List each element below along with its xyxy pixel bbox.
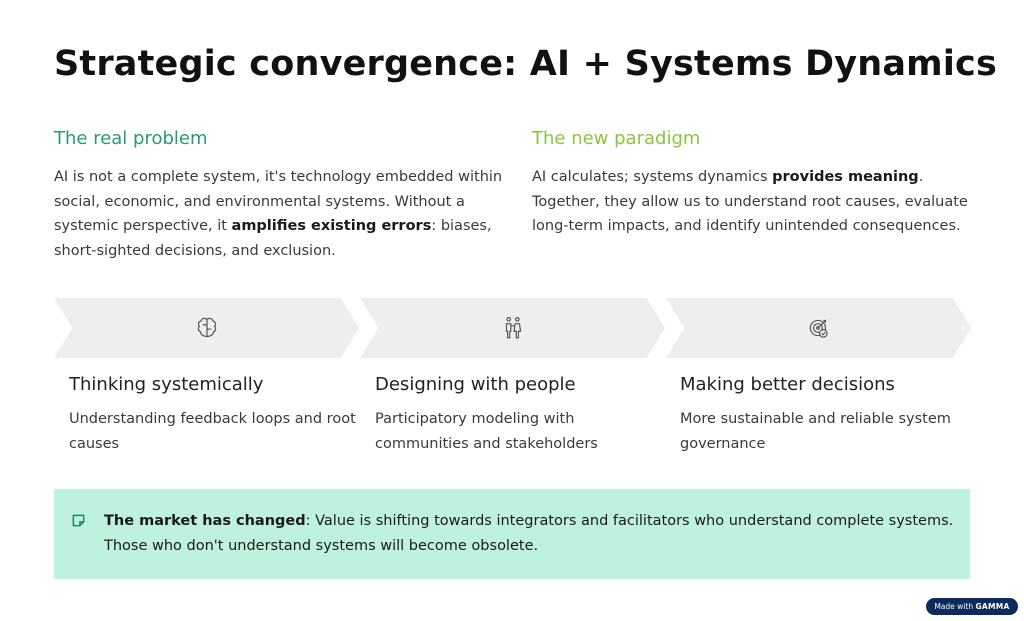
callout-text: The market has changed: Value is shiftin… bbox=[104, 509, 964, 559]
step-text: Understanding feedback loops and root ca… bbox=[69, 411, 356, 452]
step-chevron-1 bbox=[54, 298, 359, 358]
note-icon bbox=[72, 514, 85, 527]
problem-section: The real problem AI is not a complete sy… bbox=[54, 128, 504, 263]
step-chevron-2 bbox=[360, 298, 665, 358]
problem-heading: The real problem bbox=[54, 128, 208, 149]
badge-prefix: Made with bbox=[934, 602, 976, 611]
text: : biases, short-sighted decisions, and e… bbox=[54, 218, 492, 259]
paradigm-heading: The new paradigm bbox=[532, 128, 701, 149]
step-text: Participatory modeling with communities … bbox=[375, 411, 598, 452]
people-icon bbox=[505, 317, 521, 339]
text: . Together, they allow us to understand … bbox=[532, 169, 968, 234]
target-check-icon bbox=[809, 319, 828, 338]
paradigm-section: The new paradigm AI calculates; systems … bbox=[532, 128, 977, 239]
brain-icon bbox=[197, 317, 216, 338]
text: AI is not a complete system, it's techno… bbox=[54, 169, 503, 234]
step-text: More sustainable and reliable system gov… bbox=[680, 411, 951, 452]
text: AI calculates; systems dynamics bbox=[532, 169, 773, 185]
emphasis: provides meaning bbox=[772, 169, 919, 185]
step-3: Making better decisions More sustainable… bbox=[680, 374, 970, 456]
step-2: Designing with people Participatory mode… bbox=[375, 374, 635, 456]
callout-emphasis: The market has changed bbox=[104, 513, 306, 529]
gamma-logo: GAMMA bbox=[975, 602, 1010, 611]
step-1: Thinking systemically Understanding feed… bbox=[69, 374, 359, 456]
emphasis: amplifies existing errors bbox=[231, 218, 432, 234]
page-title: Strategic convergence: AI + Systems Dyna… bbox=[54, 44, 998, 84]
step-chevron-3 bbox=[666, 298, 971, 358]
step-title: Making better decisions bbox=[680, 374, 895, 395]
step-title: Thinking systemically bbox=[69, 374, 264, 395]
paradigm-text: AI calculates; systems dynamics provides… bbox=[532, 165, 977, 239]
made-with-gamma-badge[interactable]: Made with GAMMA bbox=[926, 598, 1018, 615]
callout-box: The market has changed: Value is shiftin… bbox=[54, 489, 970, 579]
text: : Value is shifting towards integrators … bbox=[104, 513, 954, 554]
step-title: Designing with people bbox=[375, 374, 576, 395]
problem-text: AI is not a complete system, it's techno… bbox=[54, 165, 504, 263]
